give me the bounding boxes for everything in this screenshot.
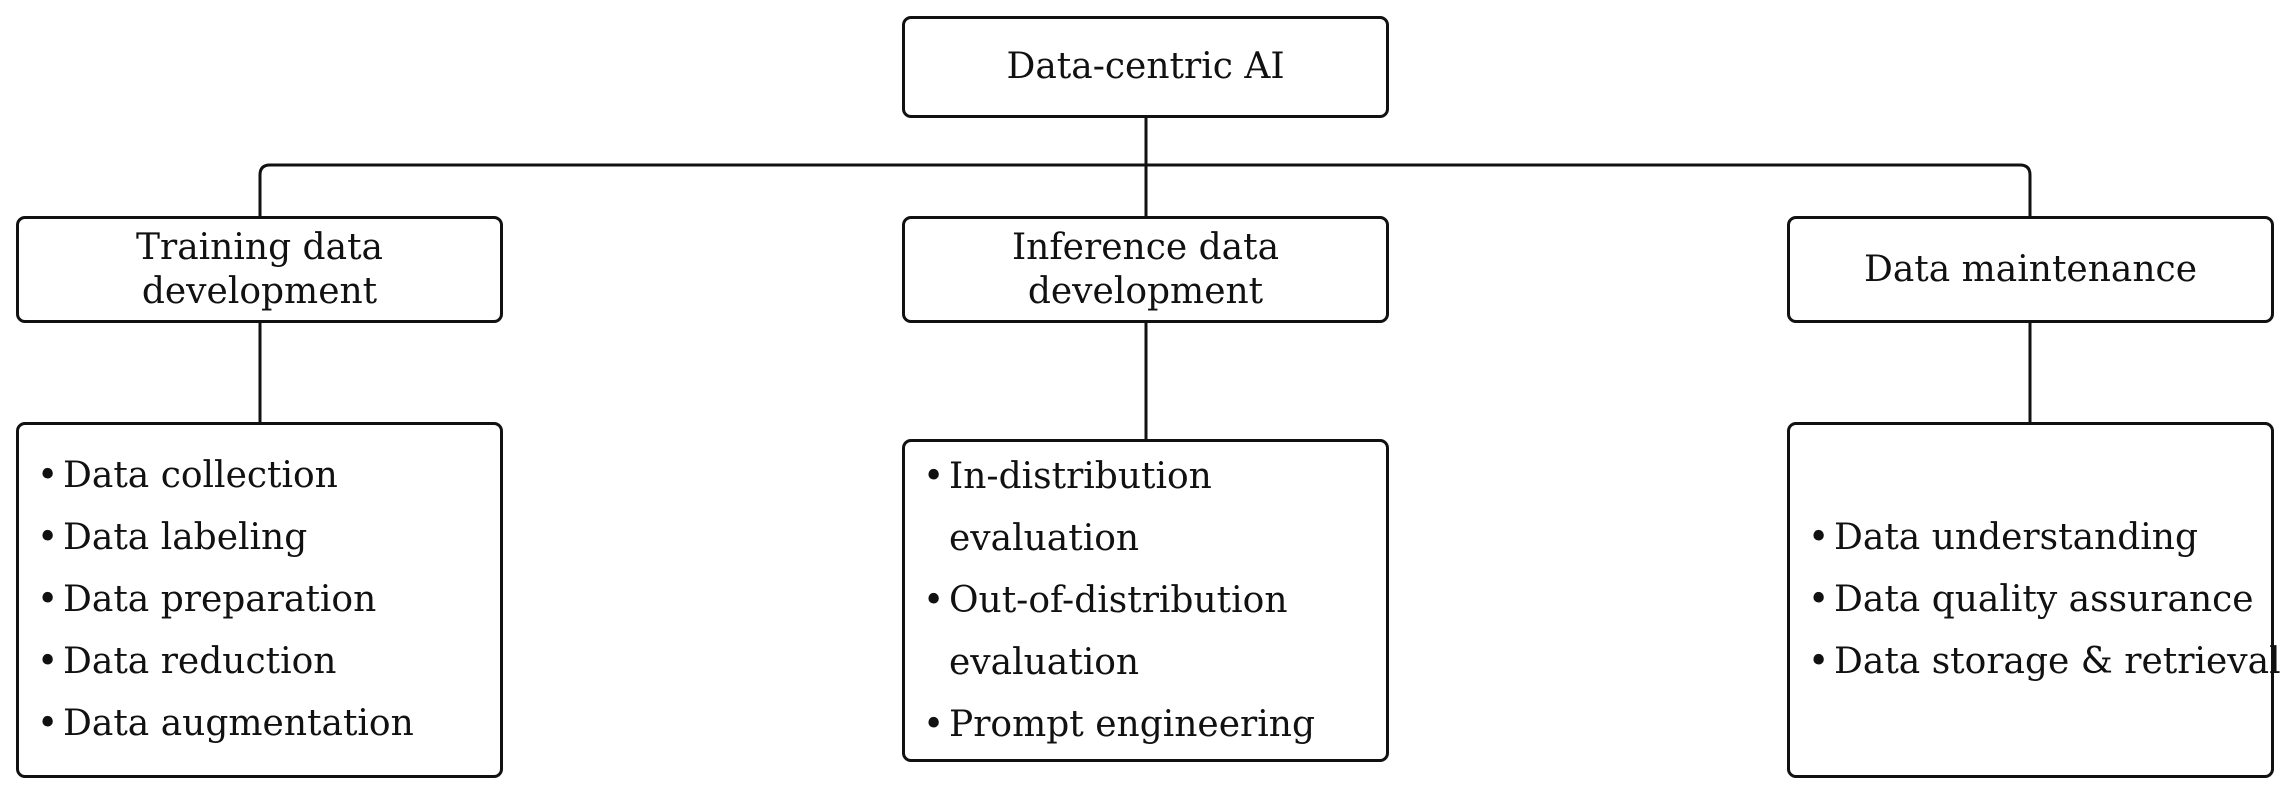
list-item-text: evaluation — [949, 641, 1140, 683]
list-box-maintenance: Data understanding Data quality assuranc… — [1787, 422, 2281, 778]
item-list: Data collection Data labeling Data prepa… — [19, 445, 414, 755]
branch-heading-training: Training data development — [16, 216, 503, 323]
branch-heading-inference: Inference data development — [902, 216, 1389, 323]
list-item-text: Data quality assurance — [1834, 579, 2254, 620]
list-box-training: Data collection Data labeling Data prepa… — [16, 422, 503, 778]
list-item-text: Data collection — [63, 455, 338, 496]
list-item: Prompt engineering — [923, 694, 1315, 756]
branch-heading-line: development — [141, 270, 378, 312]
branch-heading-line: development — [1027, 270, 1264, 312]
list-item-text: Data storage & retrieval — [1834, 641, 2281, 682]
branch-heading-maintenance: Data maintenance — [1787, 216, 2274, 323]
list-item-text: Prompt engineering — [949, 703, 1315, 745]
root-node: Data-centric AI — [902, 16, 1389, 118]
item-list: In-distribution evaluation Out-of-distri… — [905, 446, 1315, 756]
list-item-text: Data augmentation — [63, 703, 414, 744]
item-list: Data understanding Data quality assuranc… — [1790, 507, 2281, 693]
list-item: Data labeling — [37, 507, 414, 569]
branch-heading-line: Training data — [135, 226, 383, 268]
list-item: In-distribution evaluation — [923, 446, 1315, 570]
root-label: Data-centric AI — [1006, 46, 1285, 87]
list-item-text: Out-of-distribution — [949, 579, 1288, 621]
branch-heading-line: Inference data — [1011, 226, 1280, 268]
list-item: Data reduction — [37, 631, 414, 693]
branch-heading-line: Data maintenance — [1863, 248, 2198, 290]
list-item: Data quality assurance — [1808, 569, 2281, 631]
list-item: Data preparation — [37, 569, 414, 631]
connector-branch-bar — [258, 163, 2032, 216]
list-item-text: Data reduction — [63, 641, 337, 682]
list-item: Out-of-distribution evaluation — [923, 570, 1315, 694]
list-item: Data collection — [37, 445, 414, 507]
list-item: Data storage & retrieval — [1808, 631, 2281, 693]
list-item-text: Data understanding — [1834, 517, 2199, 558]
list-item-text: evaluation — [949, 517, 1140, 559]
list-item-text: Data preparation — [63, 579, 377, 620]
list-item-text: In-distribution — [949, 455, 1212, 497]
list-item: Data augmentation — [37, 693, 414, 755]
list-item: Data understanding — [1808, 507, 2281, 569]
list-item-text: Data labeling — [63, 517, 308, 558]
list-box-inference: In-distribution evaluation Out-of-distri… — [902, 439, 1389, 762]
